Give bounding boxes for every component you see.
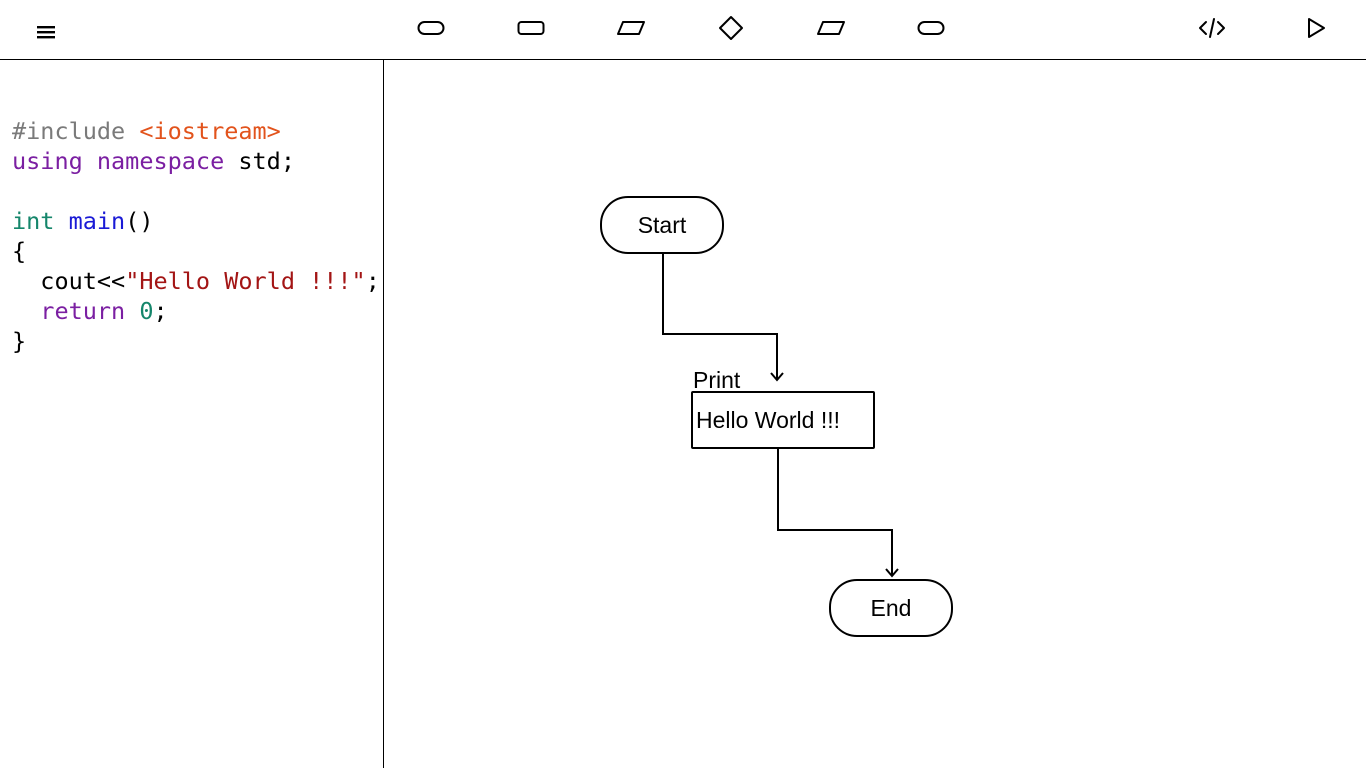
code-token: main [68,207,126,235]
code-token: "Hello World !!!" [125,267,366,295]
parallelogram-icon [817,21,845,35]
terminal-shape-button[interactable] [411,8,451,48]
code-token: { [12,237,27,265]
code-token: return [40,297,140,325]
play-icon[interactable] [1296,8,1336,48]
end-shape-button[interactable] [911,8,951,48]
rounded-rect-pill-icon [917,21,945,35]
code-token: } [12,327,27,355]
toolbar [0,0,1366,60]
output-shape-button[interactable] [811,8,851,48]
code-line: using namespace std; [12,146,380,176]
code-token: <iostream> [139,117,281,145]
code-line: int main() [12,206,380,236]
flowchart-canvas[interactable]: Start Print Hello World !!! End [385,60,1366,768]
code-icon[interactable] [1192,8,1232,48]
flowchart-edges [662,253,899,578]
print-node-text: Hello World !!! [696,406,841,433]
code-token: ; [153,297,168,325]
code-token: std; [238,147,295,175]
diamond-icon [719,16,743,40]
end-node[interactable]: End [829,579,953,637]
edge-print-to-end [777,448,893,576]
code-editor[interactable]: #include <iostream>using namespace std; … [12,116,380,356]
code-line: #include <iostream> [12,116,380,146]
code-token: using [12,147,97,175]
code-token: () [125,207,154,235]
decision-shape-button[interactable] [711,8,751,48]
rounded-rect-pill-icon [417,21,445,35]
rounded-rect-icon [517,21,545,35]
code-token [12,297,40,325]
process-shape-button[interactable] [511,8,551,48]
code-line: return 0; [12,296,380,326]
code-line [12,176,380,206]
code-token: namespace [96,147,239,175]
print-node[interactable]: Hello World !!! [691,391,875,449]
input-shape-button[interactable] [611,8,651,48]
start-node-label: Start [637,211,687,238]
start-node[interactable]: Start [600,196,724,254]
code-token: #include [12,117,140,145]
hamburger-menu-icon[interactable] [26,12,66,52]
code-token: 0 [139,297,154,325]
code-line: { [12,236,380,266]
code-line: cout<<"Hello World !!!"; [12,266,380,296]
arrowhead-icon [770,372,784,382]
code-editor-pane[interactable]: #include <iostream>using namespace std; … [0,60,384,768]
end-node-label: End [870,594,912,621]
code-token: cout<< [12,267,126,295]
print-node-caption: Print [693,367,741,393]
code-line: } [12,326,380,356]
parallelogram-icon [617,21,645,35]
code-token: int [12,207,69,235]
arrowhead-icon [885,568,899,578]
edge-start-to-print [662,253,778,380]
code-token: ; [365,267,380,295]
